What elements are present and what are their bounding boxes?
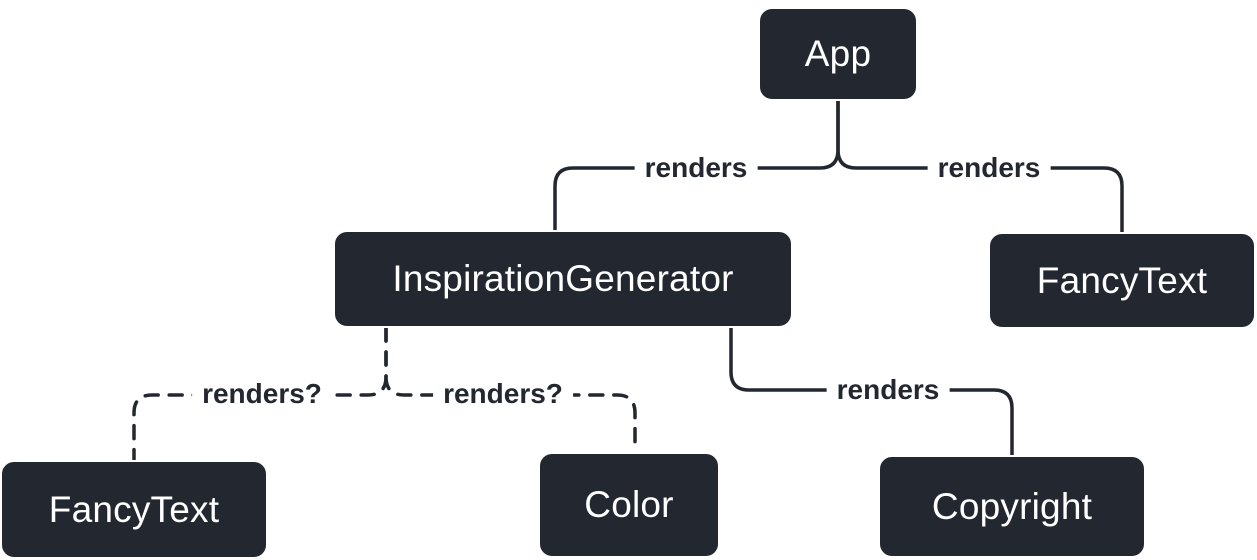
node-app: App bbox=[758, 7, 918, 101]
edge-label-renders-left: renders bbox=[634, 152, 758, 184]
node-color: Color bbox=[538, 452, 720, 558]
edge-label-renders-conditional-right: renders? bbox=[433, 378, 573, 410]
edge-label-renders-conditional-left: renders? bbox=[192, 378, 332, 410]
node-fancy-text-top: FancyText bbox=[988, 232, 1256, 329]
edge-label-renders-right: renders bbox=[927, 152, 1051, 184]
node-fancy-text-bottom: FancyText bbox=[0, 460, 268, 559]
edge-label-renders-copyright: renders bbox=[826, 374, 950, 406]
edge-inspirationgenerator-color-dashed bbox=[384, 326, 637, 454]
node-inspiration-generator: InspirationGenerator bbox=[333, 230, 793, 328]
node-copyright: Copyright bbox=[878, 455, 1146, 558]
edge-inspirationgenerator-fancytext-dashed bbox=[132, 326, 388, 462]
